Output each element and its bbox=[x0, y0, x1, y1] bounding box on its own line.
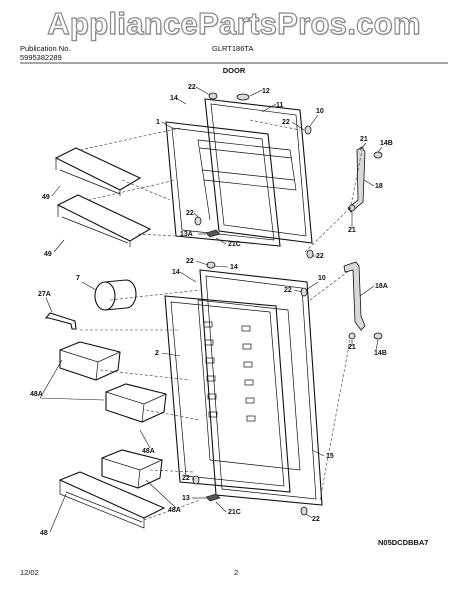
callout-14: 14 bbox=[230, 264, 238, 271]
callout-15: 15 bbox=[326, 453, 334, 460]
freezer-door-gasket bbox=[165, 121, 281, 247]
callout-48A: 48A bbox=[168, 507, 181, 514]
callout-21: 21 bbox=[360, 136, 368, 143]
freezer-door-outer-panel bbox=[204, 98, 313, 244]
callout-14: 14 bbox=[172, 269, 180, 276]
footer-date: 12/02 bbox=[20, 568, 39, 577]
callout-49: 49 bbox=[44, 251, 52, 258]
callout-14: 14 bbox=[170, 95, 178, 102]
callout-18: 18 bbox=[375, 183, 383, 190]
callout-10: 10 bbox=[318, 275, 326, 282]
callout-27A: 27A bbox=[38, 291, 51, 298]
callout-14B: 14B bbox=[374, 350, 387, 357]
callout-1: 1 bbox=[156, 119, 160, 126]
callout-13: 13 bbox=[182, 495, 190, 502]
callout-2: 2 bbox=[155, 350, 159, 357]
fresh-food-door-gasket bbox=[164, 295, 291, 493]
callout-21C: 21C bbox=[228, 241, 241, 248]
callout-22: 22 bbox=[188, 84, 196, 91]
door-shelf-49-upper bbox=[54, 147, 142, 196]
dairy-door-7 bbox=[94, 279, 137, 311]
door-shelf-48 bbox=[58, 471, 166, 529]
callout-21C: 21C bbox=[228, 509, 241, 516]
section-title: DOOR bbox=[222, 66, 246, 75]
callout-48A: 48A bbox=[142, 448, 155, 455]
door-shelf-49-lower bbox=[56, 194, 152, 247]
hinge-bushing-13 bbox=[205, 493, 221, 502]
door-bin-48A-middle bbox=[105, 383, 167, 423]
cap-14B-bottom bbox=[373, 332, 383, 340]
callout-7: 7 bbox=[76, 275, 80, 282]
leader-lines bbox=[39, 86, 383, 533]
fresh-food-door-outer-panel bbox=[199, 269, 323, 506]
callout-22: 22 bbox=[284, 287, 292, 294]
callout-22: 22 bbox=[182, 475, 190, 482]
callout-13A: 13A bbox=[180, 231, 193, 238]
hinge-18A bbox=[343, 261, 366, 331]
screw-22-ff-top bbox=[206, 261, 216, 269]
callout-12: 12 bbox=[262, 88, 270, 95]
callout-22: 22 bbox=[186, 258, 194, 265]
screw-22-bottom bbox=[306, 249, 314, 259]
hinge-18 bbox=[347, 146, 366, 213]
stop-10 bbox=[304, 125, 312, 135]
door-bin-48A-left bbox=[59, 341, 121, 381]
callout-11: 11 bbox=[276, 102, 284, 109]
callout-labels: 22 12 14 11 10 22 1 21 14B 49 18 22 49 1… bbox=[30, 84, 393, 537]
screw-21-ff bbox=[348, 332, 356, 340]
callout-18A: 18A bbox=[375, 283, 388, 290]
screw-22-lower bbox=[194, 216, 202, 226]
footer-page-number: 2 bbox=[234, 568, 239, 577]
fresh-food-door-inner-liner bbox=[197, 299, 301, 471]
callout-48: 48 bbox=[40, 530, 48, 537]
hinge-bushing-13A bbox=[205, 229, 221, 238]
watermark-logo: AppliancePartsPros.com bbox=[47, 5, 421, 41]
callout-22: 22 bbox=[312, 516, 320, 523]
callout-10: 10 bbox=[316, 108, 324, 115]
callout-21: 21 bbox=[348, 227, 356, 234]
screw-21-top bbox=[348, 204, 356, 212]
callout-21: 21 bbox=[348, 344, 356, 351]
callout-14B: 14B bbox=[380, 140, 393, 147]
bracket-27A bbox=[44, 312, 77, 330]
screw-22-ff-lower bbox=[192, 475, 200, 485]
callout-22: 22 bbox=[316, 253, 324, 260]
freezer-door-inner-liner bbox=[197, 139, 297, 221]
callout-22: 22 bbox=[282, 119, 290, 126]
callout-49: 49 bbox=[42, 194, 50, 201]
screw-22-ff-bottom bbox=[300, 506, 308, 516]
model-number: GLRT186TA bbox=[212, 44, 254, 53]
screw-22-top bbox=[208, 92, 218, 100]
plug-12 bbox=[236, 93, 250, 101]
callout-48A: 48A bbox=[30, 391, 43, 398]
publication-number: 5995382289 bbox=[20, 53, 62, 62]
publication-label: Publication No. bbox=[20, 44, 71, 53]
callout-22: 22 bbox=[186, 210, 194, 217]
diagram-code: N05DCDBBA7 bbox=[378, 538, 429, 547]
door-bin-48A-right bbox=[101, 449, 163, 489]
cap-14B-top bbox=[373, 151, 383, 159]
